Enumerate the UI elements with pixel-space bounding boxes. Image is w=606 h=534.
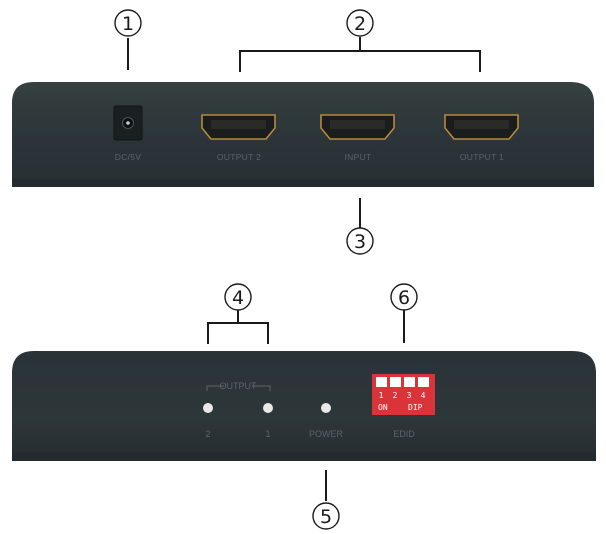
- hdmi-port-icon: [444, 114, 519, 140]
- edid-label: EDID: [393, 429, 415, 439]
- led-icon: [203, 403, 213, 413]
- dip-number: 3: [407, 391, 412, 400]
- callout-number: 4: [232, 287, 244, 309]
- led-label-power: POWER: [309, 429, 344, 439]
- output-group-bracket: OUTPUT: [206, 381, 271, 391]
- callout-2: 2: [239, 9, 481, 72]
- port-label-output-1: OUTPUT 1: [460, 152, 504, 162]
- callout-number: 6: [398, 287, 410, 309]
- dip-number: 4: [421, 391, 426, 400]
- callout-5: 5: [312, 470, 340, 530]
- callout-number: 1: [122, 13, 134, 35]
- dip-dip-label: DIP: [408, 403, 423, 412]
- led-label-output-1: 1: [265, 429, 270, 439]
- callout-number: 5: [320, 506, 332, 528]
- led-icon: [321, 403, 331, 413]
- port-label-output-2: OUTPUT 2: [217, 152, 261, 162]
- callout-number: 2: [354, 13, 366, 35]
- dip-on-label: ON: [378, 403, 388, 412]
- callout-1: 1: [114, 9, 142, 70]
- led-label-output-2: 2: [205, 429, 210, 439]
- callout-4: 4: [207, 283, 269, 344]
- hdmi-port-icon: [201, 114, 276, 140]
- callout-number: 3: [354, 231, 366, 253]
- output-group-label: OUTPUT: [220, 381, 258, 391]
- callout-6: 6: [390, 283, 418, 343]
- front-panel: [12, 351, 596, 461]
- led-icon: [263, 403, 273, 413]
- port-label-input: INPUT: [345, 152, 372, 162]
- dip-number: 1: [379, 391, 384, 400]
- hdmi-port-icon: [320, 114, 395, 140]
- dip-switch-icon: 1 2 3 4 ON DIP: [372, 374, 435, 415]
- port-label-dc: DC/5V: [115, 152, 142, 162]
- dip-number: 2: [393, 391, 398, 400]
- dc-jack-icon: [113, 105, 143, 141]
- callout-3: 3: [346, 198, 374, 255]
- rear-panel: [12, 82, 594, 187]
